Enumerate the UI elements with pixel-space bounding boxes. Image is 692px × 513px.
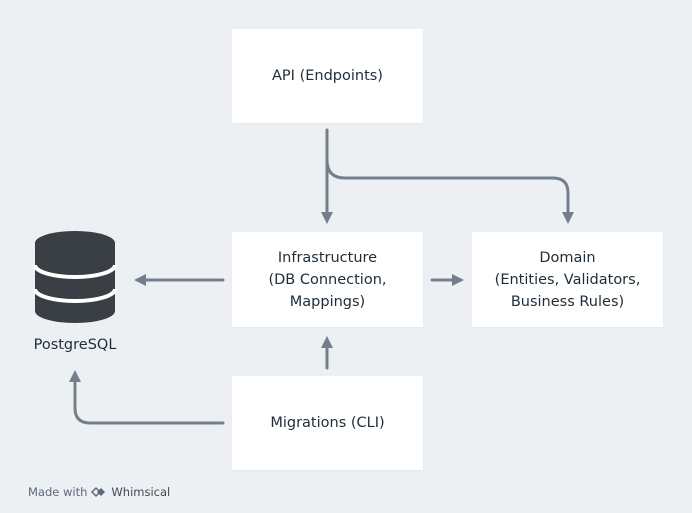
database-label: PostgreSQL — [33, 337, 117, 353]
footer[interactable]: Made with Whimsical — [28, 485, 170, 499]
node-domain-line: (Entities, Validators, — [494, 271, 641, 288]
edge-migrations-to-postgresql — [69, 370, 225, 425]
node-infrastructure[interactable]: Infrastructure (DB Connection, Mappings) — [232, 232, 423, 327]
whimsical-logo-icon — [91, 487, 106, 497]
footer-prefix: Made with — [28, 485, 88, 499]
node-migrations[interactable]: Migrations (CLI) — [232, 376, 423, 470]
node-api-line: API (Endpoints) — [272, 68, 383, 84]
node-domain-line: Domain — [539, 249, 596, 266]
node-domain[interactable]: Domain (Entities, Validators, Business R… — [472, 232, 663, 327]
node-infrastructure-line: (DB Connection, — [268, 271, 387, 288]
edge-api-to-domain — [325, 158, 574, 224]
footer-brand: Whimsical — [111, 485, 171, 499]
node-domain-line: Business Rules) — [510, 293, 625, 310]
node-infrastructure-line: Mappings) — [289, 293, 366, 310]
node-infrastructure-line: Infrastructure — [277, 249, 378, 266]
node-api[interactable]: API (Endpoints) — [232, 29, 423, 123]
database-icon — [33, 231, 117, 323]
node-migrations-line: Migrations (CLI) — [270, 415, 385, 431]
